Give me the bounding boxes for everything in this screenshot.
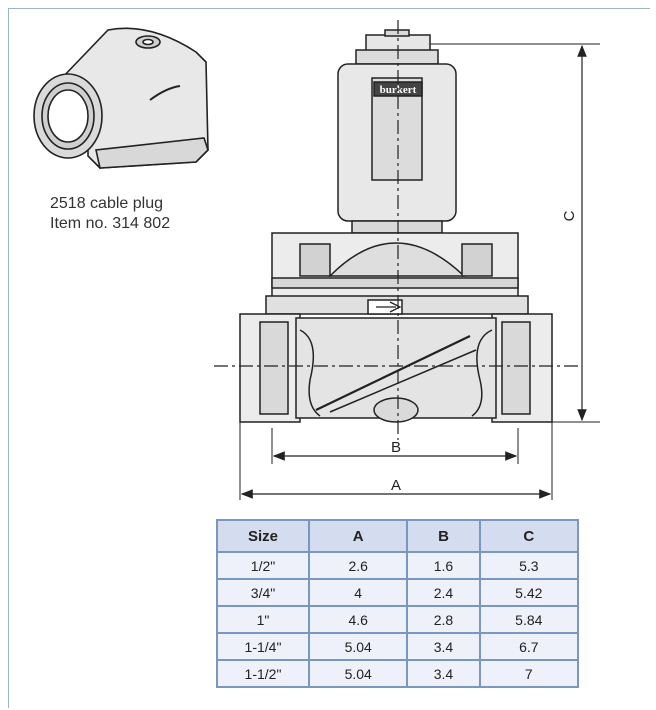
- cell-size: 1": [216, 605, 310, 634]
- table-header-row: Size A B C: [216, 519, 580, 553]
- plug-caption-line1: 2518 cable plug: [50, 195, 163, 212]
- cell-a: 5.04: [307, 659, 409, 688]
- header-b: B: [406, 519, 481, 553]
- cell-a: 4.6: [307, 605, 409, 634]
- cell-size: 1-1/4": [216, 632, 310, 661]
- cable-plug-image: [33, 27, 209, 169]
- dimension-b-label: B: [391, 439, 401, 456]
- cell-c: 5.3: [478, 551, 580, 580]
- table-row: 1-1/4" 5.04 3.4 6.7: [216, 632, 580, 661]
- cell-b: 2.4: [406, 578, 481, 607]
- dimensions-table: Size A B C 1/2" 2.6 1.6 5.3 3/4" 4 2.4 5…: [216, 519, 580, 688]
- table-row: 1-1/2" 5.04 3.4 7: [216, 659, 580, 688]
- header-c: C: [478, 519, 580, 553]
- table-row: 1" 4.6 2.8 5.84: [216, 605, 580, 634]
- dimension-c-label: C: [561, 210, 578, 221]
- cell-size: 1/2": [216, 551, 310, 580]
- cell-b: 3.4: [406, 659, 481, 688]
- valve-body: [239, 313, 553, 423]
- dimension-lines: [240, 44, 587, 499]
- cell-size: 3/4": [216, 578, 310, 607]
- table-row: 1/2" 2.6 1.6 5.3: [216, 551, 580, 580]
- plug-caption-line2: Item no. 314 802: [50, 215, 171, 232]
- cell-a: 5.04: [307, 632, 409, 661]
- valve-bonnet: [265, 232, 529, 315]
- header-a: A: [307, 519, 409, 553]
- figure-frame: [8, 8, 650, 708]
- center-lines: [214, 20, 578, 440]
- cell-size: 1-1/2": [216, 659, 310, 688]
- cell-c: 6.7: [478, 632, 580, 661]
- cell-c: 5.84: [478, 605, 580, 634]
- cell-a: 4: [307, 578, 409, 607]
- cell-a: 2.6: [307, 551, 409, 580]
- cell-b: 2.8: [406, 605, 481, 634]
- solenoid-coil: [337, 29, 457, 234]
- header-size: Size: [216, 519, 310, 553]
- extension-lines: [239, 43, 600, 500]
- cell-c: 7: [478, 659, 580, 688]
- dimension-a-label: A: [391, 477, 401, 494]
- table-row: 3/4" 4 2.4 5.42: [216, 578, 580, 607]
- cell-b: 1.6: [406, 551, 481, 580]
- cell-c: 5.42: [478, 578, 580, 607]
- cell-b: 3.4: [406, 632, 481, 661]
- plug-caption: 2518 cable plug Item no. 314 802: [50, 194, 170, 234]
